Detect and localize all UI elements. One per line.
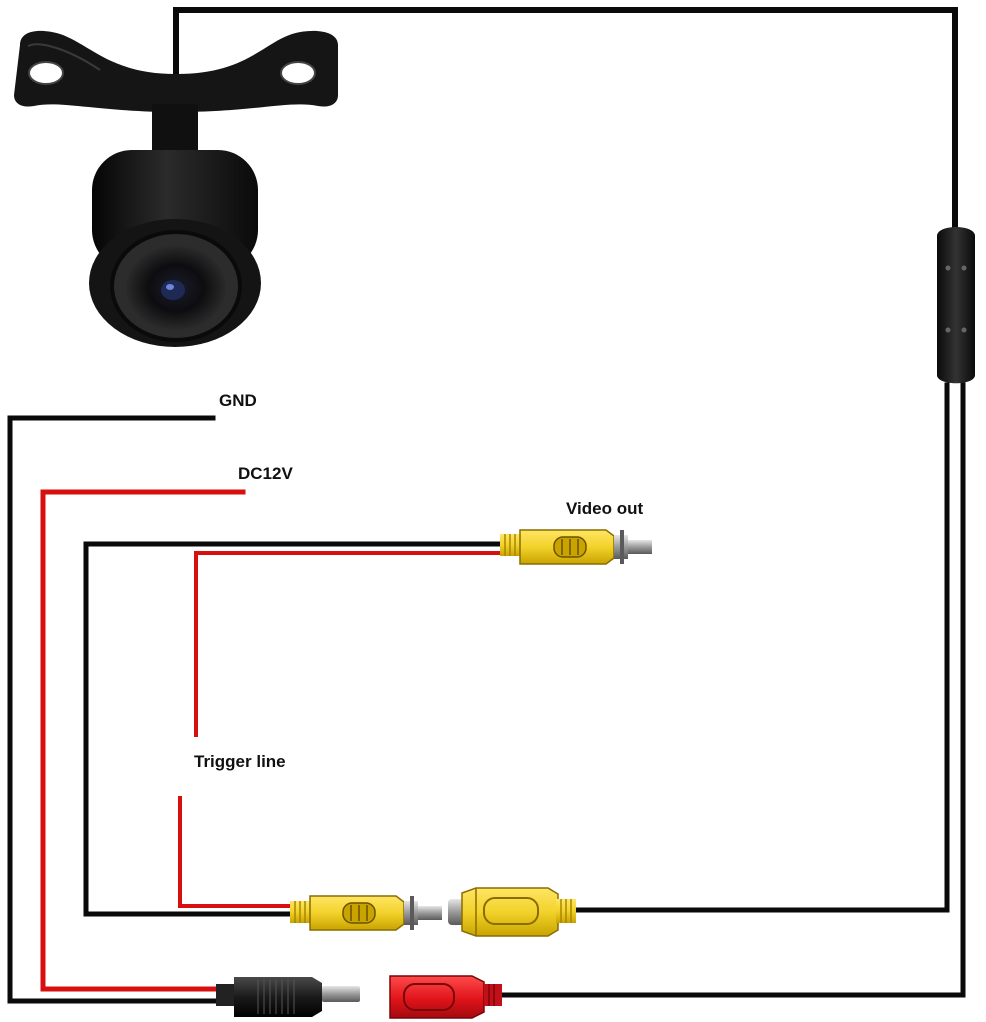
- backup-camera-icon: [14, 30, 338, 347]
- gnd-wire: [7, 415, 223, 1004]
- rca-male-plug-icon: [500, 529, 652, 565]
- wires: [7, 7, 966, 1004]
- video-out-ground-wire: [83, 541, 505, 917]
- trigger-wire-upper: [194, 551, 504, 737]
- gnd-label: GND: [219, 391, 257, 410]
- dc-power-jack-icon: [389, 975, 502, 1019]
- trigger-line-label: Trigger line: [194, 752, 286, 771]
- trigger-wire-lower: [178, 796, 294, 908]
- splitter-cable-power: [497, 382, 966, 998]
- dc-barrel-plug-icon: [216, 977, 360, 1017]
- rca-female-jack-icon: [448, 887, 576, 937]
- splitter-cable-video: [571, 382, 950, 913]
- dc12v-wire: [40, 489, 246, 992]
- rca-male-plug-icon: [290, 895, 442, 931]
- camera-cable: [173, 7, 958, 233]
- cable-splitter-icon: [937, 227, 975, 384]
- video-out-label: Video out: [566, 499, 644, 518]
- dc12v-label: DC12V: [238, 464, 293, 483]
